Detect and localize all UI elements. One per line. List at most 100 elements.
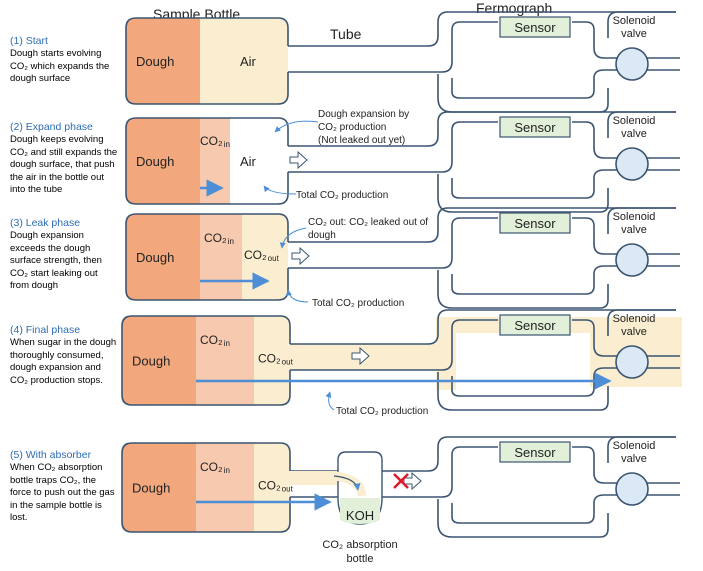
sensor-box-3 bbox=[499, 212, 571, 234]
sample-bottle-2 bbox=[125, 117, 289, 205]
pipe-fill-riser-4 bbox=[436, 317, 456, 390]
co2-in-region-2 bbox=[200, 118, 230, 204]
step-4-title: (4) Final phase bbox=[10, 324, 81, 336]
solenoid-label-line1-3: Solenoid bbox=[613, 211, 656, 223]
co2-out-label-3: CO₂out bbox=[244, 248, 280, 263]
co2-in-region-5 bbox=[196, 443, 254, 532]
absorption-label-line2: bottle bbox=[347, 553, 374, 565]
tube-upper-3 bbox=[288, 207, 676, 243]
co2-out-label-5: CO₂out bbox=[258, 479, 294, 494]
solenoid-label-line2-3: valve bbox=[621, 224, 647, 236]
tube-lower-1 bbox=[288, 21, 498, 73]
pipe-top-right-5 bbox=[607, 436, 676, 463]
step-2-description: Dough keeps evolving CO₂ and still expan… bbox=[10, 134, 118, 195]
step-1-title: (1) Start bbox=[10, 35, 48, 47]
pipe-top-right-1 bbox=[607, 11, 676, 38]
step-3-description: Dough expansion exceeds the dough surfac… bbox=[10, 230, 102, 291]
co2-in-label-3: CO₂in bbox=[204, 231, 234, 246]
bottle-contents-5 bbox=[122, 443, 290, 532]
dough-label-5: Dough bbox=[132, 481, 170, 496]
annotation-expansion-line3: (Not leaked out yet) bbox=[318, 135, 405, 146]
sensor-label-3: Sensor bbox=[514, 216, 556, 231]
sensor-label-2: Sensor bbox=[514, 120, 556, 135]
solenoid-label-line2-1: valve bbox=[621, 28, 647, 40]
air-out-arrow-2 bbox=[289, 150, 308, 170]
sample-bottle-3 bbox=[125, 213, 289, 301]
pipe-to-valve-5 bbox=[572, 446, 680, 484]
absorption-label-line1: CO₂ absorption bbox=[322, 539, 397, 551]
sensor-label-5: Sensor bbox=[514, 445, 556, 460]
sample-bottle-5 bbox=[121, 442, 291, 533]
dough-region-1 bbox=[126, 18, 200, 104]
step-3: (3) Leak phase Dough expansion exceeds t… bbox=[10, 216, 118, 293]
dough-label-4: Dough bbox=[132, 354, 170, 369]
koh-label: KOH bbox=[346, 508, 374, 523]
pipe-to-valve-1 bbox=[572, 21, 680, 59]
pipe-top-right-3 bbox=[607, 207, 676, 234]
sensor-box-1 bbox=[499, 16, 571, 38]
step-4: (4) Final phase When sugar in the dough … bbox=[10, 323, 118, 387]
tube-upper-4 bbox=[290, 309, 676, 345]
solenoid-label-line2-4: valve bbox=[621, 326, 647, 338]
solenoid-valve-1 bbox=[615, 47, 649, 81]
pipe-outer-2 bbox=[437, 174, 609, 213]
solenoid-valve-3 bbox=[615, 243, 649, 277]
bottle-contents-1 bbox=[126, 18, 288, 104]
sensor-label-4: Sensor bbox=[514, 318, 556, 333]
pipe-to-valve-4 bbox=[572, 319, 680, 357]
co2-in-region-3 bbox=[200, 214, 242, 300]
step-5-title: (5) With absorber bbox=[10, 449, 92, 461]
tube-lower-2 bbox=[288, 121, 498, 173]
leader-leak-3 bbox=[279, 227, 307, 249]
pipe-to-valve-3 bbox=[572, 217, 680, 255]
solenoid-valve-4 bbox=[615, 345, 649, 379]
solenoid-label-line1-4: Solenoid bbox=[613, 313, 656, 325]
pipe-outer-3 bbox=[437, 270, 609, 309]
dough-region-4 bbox=[122, 316, 196, 405]
pipe-top-right-4 bbox=[607, 309, 676, 336]
solenoid-label-line1-1: Solenoid bbox=[613, 15, 656, 27]
solenoid-label-line2-5: valve bbox=[621, 453, 647, 465]
annotation-total-co2-3: Total CO₂ production bbox=[312, 298, 404, 309]
tube-upper-2 bbox=[288, 111, 676, 147]
co2-in-label-5: CO₂in bbox=[200, 460, 230, 475]
step-3-title: (3) Leak phase bbox=[10, 217, 81, 229]
leader-expansion-2 bbox=[274, 120, 319, 133]
pipe-return-2 bbox=[451, 169, 680, 199]
pipe-outer-4 bbox=[437, 372, 609, 411]
annotation-expansion-line2: CO₂ production bbox=[318, 122, 386, 133]
air-label-2: Air bbox=[240, 154, 257, 169]
gas-out-arrow-4 bbox=[351, 346, 370, 366]
pipe-return-3 bbox=[451, 265, 680, 295]
solenoid-valve-5 bbox=[615, 472, 649, 506]
co2-in-label-4: CO₂in bbox=[200, 333, 230, 348]
pipe-return-1 bbox=[451, 69, 680, 99]
step-2: (2) Expand phase Dough keeps evolving CO… bbox=[10, 120, 118, 197]
leader-total-2 bbox=[263, 185, 297, 195]
tube-lower-4 bbox=[290, 319, 498, 371]
dough-region-3 bbox=[126, 214, 200, 300]
co2-out-label-4: CO₂out bbox=[258, 352, 294, 367]
pipe-outer-1 bbox=[437, 74, 609, 113]
co2-in-region-4 bbox=[196, 316, 254, 405]
step-2-title: (2) Expand phase bbox=[10, 121, 93, 133]
co2-out-region-4 bbox=[254, 316, 290, 405]
pipe-to-valve-2 bbox=[572, 121, 680, 159]
header-tube: Tube bbox=[330, 26, 362, 42]
tube-upper-1 bbox=[288, 11, 676, 47]
dough-label-2: Dough bbox=[136, 154, 174, 169]
pipe-top-right-2 bbox=[607, 111, 676, 138]
co2-out-region-5 bbox=[254, 443, 290, 532]
tube-lower-5 bbox=[290, 446, 498, 498]
leader-total-3 bbox=[285, 289, 309, 303]
koh-liquid bbox=[340, 498, 380, 524]
step-4-description: When sugar in the dough thoroughly consu… bbox=[10, 337, 117, 386]
tube-lower-3 bbox=[288, 217, 498, 269]
pipe-outer-5 bbox=[437, 499, 609, 538]
cross-red-b bbox=[393, 473, 409, 489]
pipe-to-absorber-5 bbox=[290, 471, 338, 485]
annotation-total-co2-2: Total CO₂ production bbox=[296, 190, 388, 201]
co2-band-1 bbox=[200, 18, 288, 104]
solenoid-label-line1-2: Solenoid bbox=[613, 115, 656, 127]
